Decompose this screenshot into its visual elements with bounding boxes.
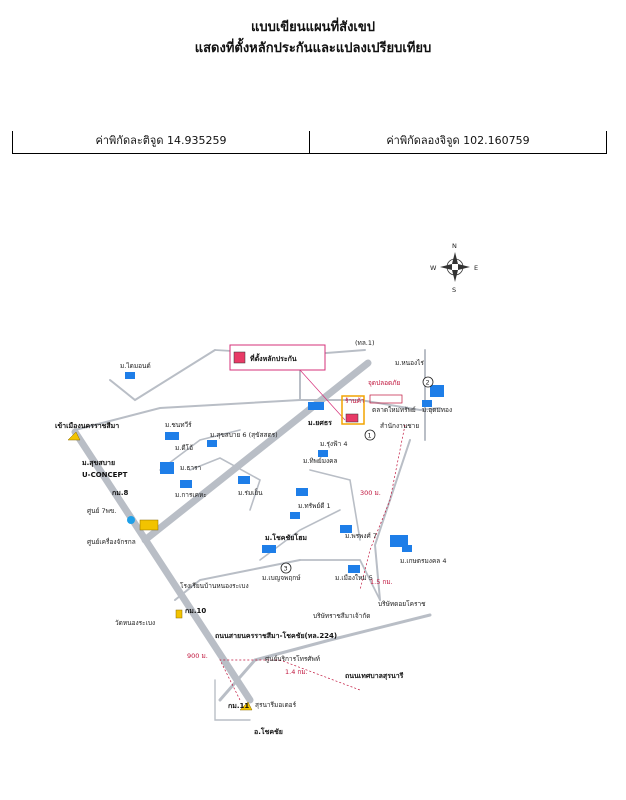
village-label: ม.ธารา: [180, 464, 201, 472]
temple-label: วัดหนองระเบง: [115, 619, 155, 627]
village-label: ม.เกษตรมงคล 4: [400, 557, 447, 565]
village-label: ม.สุขสบาย: [82, 459, 115, 467]
village-label: ม.ทรัพย์ดี 1: [298, 502, 331, 510]
map-labels: (ทล.1) ม.ไดมอนด์ ม.สุขสบาย 6 (สุขัสสตร) …: [55, 339, 452, 736]
coordinates-table: ค่าพิกัดละติจูด 14.935259 ค่าพิกัดลองจิจ…: [12, 131, 607, 154]
house-icon: [296, 488, 308, 496]
km10-label: กม.10: [185, 607, 206, 615]
tambon-office-label: สำนักงานชาย: [380, 422, 419, 430]
house-icon: [402, 545, 412, 552]
distance-1-5: 1.5 กม.: [370, 578, 393, 586]
house-icon: [308, 402, 324, 410]
legend-box: ที่ตั้งหลักประกัน: [229, 344, 346, 421]
house-icon: [207, 440, 217, 447]
marker-1: 1: [368, 432, 372, 440]
highway-label: ถนนสายนครราชสีมา-โชคชัย(ทล.224): [215, 631, 337, 640]
shop-label: ศูนย์ 7พข.: [87, 507, 116, 515]
compass-e: E: [474, 264, 478, 272]
school2-label: โรงเรียนบ้านหนองระเบง: [180, 582, 249, 590]
village-house-icons: [125, 372, 444, 573]
village-label: ม.เมืองใหม่ 5: [335, 574, 373, 582]
village-label: ม.เบญจพฤกษ์: [262, 574, 301, 582]
legend-label: ที่ตั้งหลักประกัน: [250, 352, 297, 363]
company2-label: บริษัทราชสีมาเจ้ากัด: [313, 612, 370, 620]
shop3-label: สุรนารีมอเตอร์: [255, 701, 297, 709]
house-icon: [340, 525, 352, 533]
village-label: ม.โชคชัยโฮม: [265, 533, 307, 542]
legend-swatch: [233, 351, 246, 364]
school-label: ตลาดใหม่ทรัพย์: [372, 406, 416, 414]
village-label: ม.อุดมทอง: [422, 406, 452, 414]
house-icon: [430, 385, 444, 397]
longitude-cell: ค่าพิกัดลองจิจูด 102.160759: [309, 131, 606, 153]
distance-1-4: 1.4 กม.: [285, 668, 308, 676]
latitude-cell: ค่าพิกัดละติจูด 14.935259: [95, 134, 227, 147]
village-label: ม.ทิพย์มงคล: [303, 457, 338, 465]
house-icon: [390, 535, 408, 547]
house-icon: [160, 462, 174, 474]
compass-s: S: [452, 286, 456, 294]
collateral-parcel: [341, 394, 403, 425]
house-icon: [290, 512, 300, 519]
road-top-label: (ทล.1): [355, 339, 375, 347]
house-icon: [125, 372, 135, 379]
numbered-markers: 1 2 3: [280, 376, 434, 574]
km8-label: กม.8: [112, 489, 129, 497]
u-concept-label: U-CONCEPT: [82, 471, 128, 479]
village-label: ม.ชนทวีร์: [165, 421, 192, 429]
map-subtitle: แสดงที่ตั้งหลักประกันและแปลงเปรียบเทียบ: [194, 41, 432, 56]
distance-900: 900 ม.: [187, 652, 208, 660]
compass-n: N: [452, 242, 457, 250]
company-label: บริษัทดอยโคราช: [378, 600, 426, 608]
junction-label: เข้าเมืองนครราชสีมา: [55, 421, 119, 430]
village-label: ม.สุขสบาย 6 (สุขัสสตร): [210, 431, 278, 439]
village-label: ม.ยศธร: [308, 419, 332, 427]
house-icon: [318, 450, 328, 457]
compass-rose: N E S W: [430, 242, 478, 294]
map-title: แบบเขียนแผนที่สังเขป: [250, 20, 376, 35]
distance-300: 300 ม.: [360, 489, 381, 497]
choke-chai-label: อ.โชคชัย: [254, 727, 283, 736]
sub-label: ร้านค้า: [345, 397, 365, 405]
house-icon: [262, 545, 276, 553]
house-icon: [238, 476, 250, 484]
house-icon: [180, 480, 192, 488]
road-other-label: ถนนเทศบาลสุรนารี: [345, 672, 404, 680]
marker-3: 3: [284, 565, 288, 573]
landmark-markers: [67, 431, 253, 711]
village-label: ม.ดีโอ้: [175, 444, 193, 452]
house-icon: [348, 565, 360, 573]
shop-label: ศูนย์เครื่องจักรกล: [87, 537, 136, 546]
village-label: ม.รุ่งฟ้า 4: [320, 440, 347, 448]
village-label: ม.ร่มเย็น: [238, 488, 263, 497]
red-label: จุดปลอดภัย: [368, 379, 401, 387]
service-label: ศูนย์บริการโทรศัพท์: [265, 655, 320, 663]
village-label: ม.พรพงศ์ 7: [345, 532, 377, 540]
marker-2: 2: [426, 379, 430, 387]
village-label: ม.หนองไร่: [395, 359, 424, 367]
village-label: ม.การเคหะ: [175, 491, 207, 499]
km11-label: กม.11: [228, 702, 249, 710]
village-label: ม.ไดมอนด์: [120, 362, 151, 370]
house-icon: [422, 400, 432, 407]
compass-w: W: [430, 264, 437, 272]
house-icon: [165, 432, 179, 440]
